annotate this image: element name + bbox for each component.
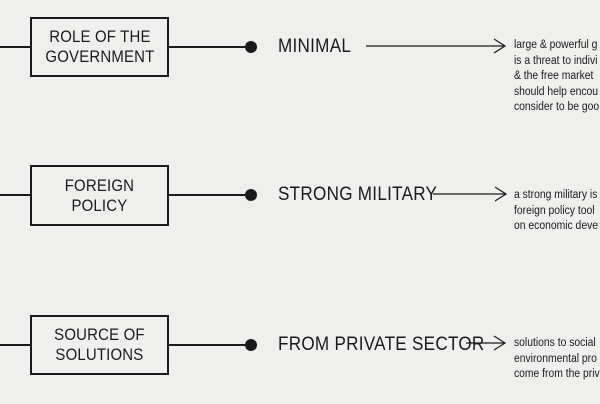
right-arrow-icon [466, 335, 508, 351]
description-text: a strong military is foreign policy tool… [514, 189, 599, 232]
category-box: FOREIGN POLICY [30, 165, 169, 226]
value-label: FROM PRIVATE SECTOR [278, 334, 485, 355]
description-text: large & powerful g is a threat to indivi… [514, 39, 600, 113]
category-box: ROLE OF THE GOVERNMENT [30, 17, 169, 77]
right-arrow-icon [433, 186, 509, 202]
bullet-dot-icon [245, 339, 257, 351]
value-label: STRONG MILITARY [278, 184, 438, 205]
bullet-dot-icon [245, 189, 257, 201]
description-text: solutions to social environmental pro co… [514, 337, 600, 380]
bullet-dot-icon [245, 41, 257, 53]
category-box: SOURCE OF SOLUTIONS [30, 315, 169, 375]
value-label: MINIMAL [278, 36, 352, 57]
category-label: FOREIGN POLICY [64, 175, 135, 215]
category-label: SOURCE OF SOLUTIONS [54, 325, 145, 364]
category-label: ROLE OF THE GOVERNMENT [45, 27, 154, 66]
right-arrow-icon [366, 38, 508, 54]
